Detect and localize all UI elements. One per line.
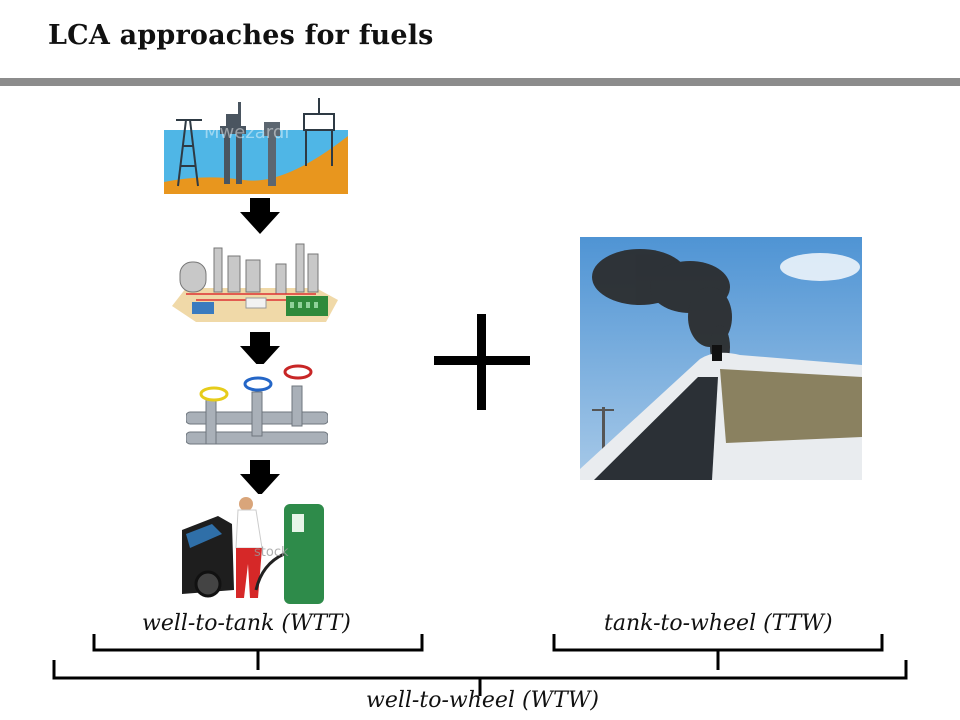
wtw-label: well-to-wheel (WTW) [366,688,600,713]
wtt-label: well-to-tank (WTT) [142,611,351,636]
ttw-brace [552,634,884,670]
down-arrow-icon [240,460,280,496]
wtt-brace [92,634,424,670]
wtw-brace [52,660,908,696]
ttw-label: tank-to-wheel (TTW) [604,611,833,636]
offshore-platforms-image: Mwezardi [164,96,348,194]
page-title: LCA approaches for fuels [48,20,434,51]
down-arrow-icon [240,332,280,368]
fuel-station-image: stock [182,494,328,608]
refinery-image [166,236,340,326]
pipeline-valves-image [186,364,328,460]
title-divider [0,78,960,86]
down-arrow-icon [240,198,280,234]
plus-icon [434,314,530,410]
offshore-watermark: Mwezardi [204,122,289,143]
fuel-watermark: stock [254,545,289,560]
bus-exhaust-image [580,237,862,480]
